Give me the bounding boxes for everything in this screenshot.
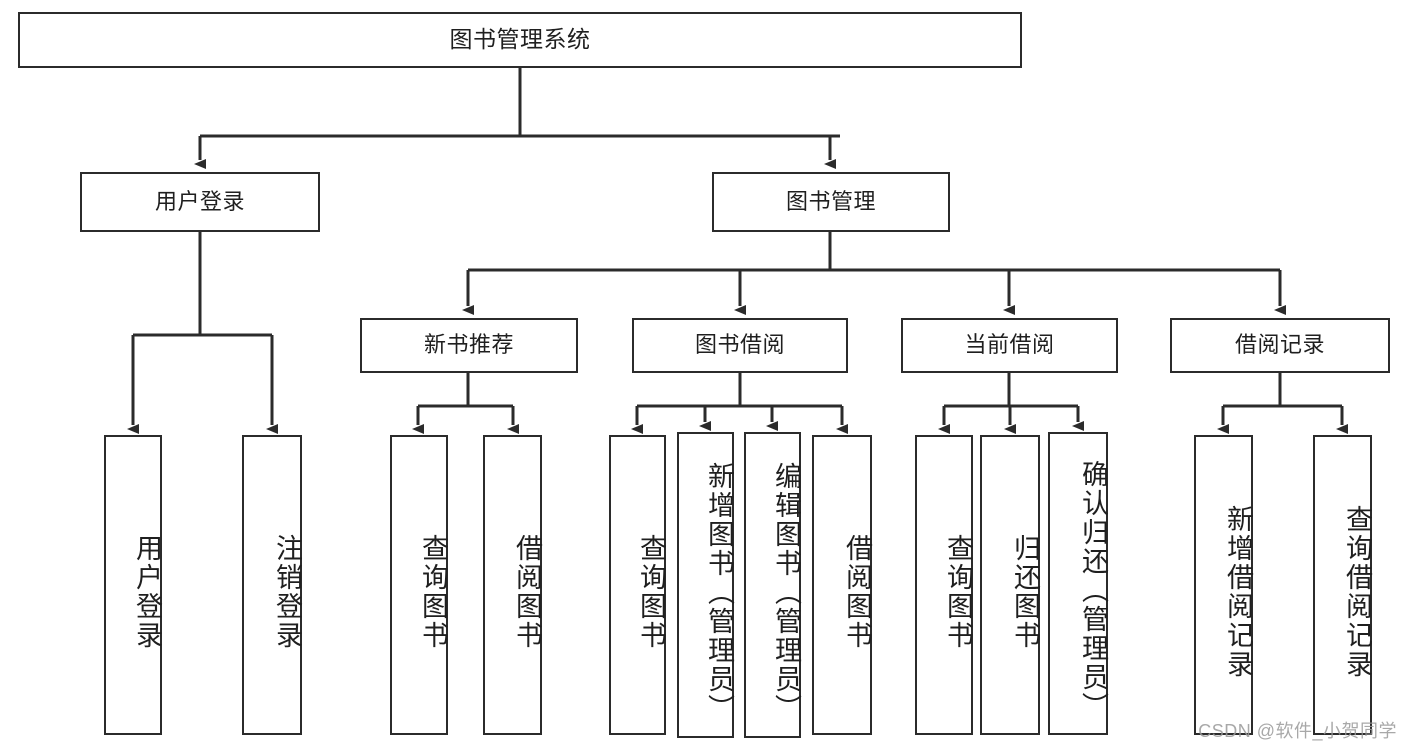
node-label: 借阅记录 xyxy=(1234,332,1325,358)
leaf-add-borrow-record[interactable]: 新增借阅记录 xyxy=(1194,435,1253,735)
node-label: 图书管理 xyxy=(785,188,876,214)
leaf-query-book-current[interactable]: 查询图书 xyxy=(915,435,973,735)
node-label: 查询借阅记录 xyxy=(1342,505,1372,679)
leaf-borrow-book-recommend[interactable]: 借阅图书 xyxy=(483,435,542,735)
node-book-management[interactable]: 图书管理 xyxy=(712,172,950,232)
node-user-login[interactable]: 用户登录 xyxy=(80,172,320,232)
node-label: 查询图书 xyxy=(943,534,973,650)
node-label: 查询图书 xyxy=(418,534,448,650)
node-book-borrow[interactable]: 图书借阅 xyxy=(632,318,848,373)
leaf-query-book-recommend[interactable]: 查询图书 xyxy=(390,435,448,735)
node-label: 图书借阅 xyxy=(694,332,785,358)
node-label: 编辑图书（管理员） xyxy=(771,461,801,723)
node-label: 新增图书（管理员） xyxy=(704,461,734,723)
node-label: 确认归还（管理员） xyxy=(1078,460,1108,721)
leaf-query-borrow-record[interactable]: 查询借阅记录 xyxy=(1313,435,1372,735)
node-label: 新增借阅记录 xyxy=(1223,505,1253,679)
leaf-query-book-borrow[interactable]: 查询图书 xyxy=(609,435,666,735)
leaf-return-book[interactable]: 归还图书 xyxy=(980,435,1040,735)
node-label: 图书管理系统 xyxy=(449,26,591,53)
node-current-borrow[interactable]: 当前借阅 xyxy=(901,318,1118,373)
node-root-book-management-system[interactable]: 图书管理系统 xyxy=(18,12,1022,68)
node-label: 新书推荐 xyxy=(423,332,514,358)
leaf-add-book-admin[interactable]: 新增图书（管理员） xyxy=(677,432,734,738)
leaf-confirm-return-admin[interactable]: 确认归还（管理员） xyxy=(1048,432,1108,735)
node-label: 当前借阅 xyxy=(964,332,1055,358)
leaf-user-login[interactable]: 用户登录 xyxy=(104,435,162,735)
node-label: 注销登录 xyxy=(272,534,302,650)
node-borrow-record[interactable]: 借阅记录 xyxy=(1170,318,1390,373)
node-label: 借阅图书 xyxy=(842,534,872,650)
leaf-edit-book-admin[interactable]: 编辑图书（管理员） xyxy=(744,432,801,738)
node-label: 查询图书 xyxy=(636,534,666,650)
node-label: 归还图书 xyxy=(1010,534,1040,650)
csdn-watermark: CSDN @软件_小贺同学 xyxy=(1198,721,1397,741)
leaf-logout[interactable]: 注销登录 xyxy=(242,435,302,735)
leaf-borrow-book[interactable]: 借阅图书 xyxy=(812,435,872,735)
node-label: 用户登录 xyxy=(154,188,245,214)
node-label: 借阅图书 xyxy=(512,534,542,650)
node-new-book-recommend[interactable]: 新书推荐 xyxy=(360,318,578,373)
node-label: 用户登录 xyxy=(132,534,162,650)
